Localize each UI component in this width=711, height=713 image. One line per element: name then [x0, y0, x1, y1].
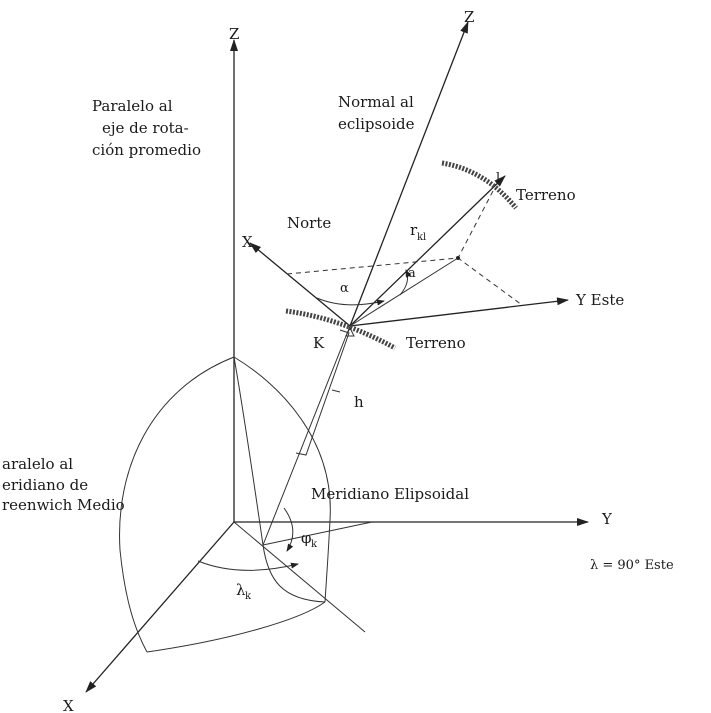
local-z-axis — [349, 21, 469, 327]
north-label: Norte — [287, 214, 331, 232]
ellipsoidal-meridian-curve — [233, 356, 326, 603]
rotation-axis-note-3: ción promedio — [92, 141, 201, 159]
longitude-lambda-label: λ — [236, 581, 246, 599]
global-x-axis — [85, 521, 235, 693]
local-y-east-label: Y Este — [575, 291, 624, 309]
latitude-phi-subscript: k — [311, 539, 318, 550]
azimuth-arc — [316, 297, 385, 306]
rotation-axis-note-1: Paralelo al — [92, 97, 173, 115]
longitude-arc — [197, 560, 299, 571]
height-bracket — [295, 329, 350, 456]
azimuth-alpha-label: α — [340, 281, 349, 296]
latitude-arc — [283, 507, 294, 552]
elevation-a-label: a — [408, 266, 416, 281]
greenwich-note-2: eridiano de — [2, 476, 88, 494]
distance-r-subscript: kl — [417, 232, 426, 243]
terrain-strip-top — [441, 160, 518, 210]
target-l-label: l — [496, 171, 500, 186]
global-z-label: Z — [229, 25, 239, 43]
local-x-label: X — [242, 233, 253, 251]
terrain-bottom-label: Terreno — [406, 334, 466, 352]
ellipsoid-equator-arc — [146, 601, 326, 653]
equatorial-radius-line — [233, 521, 366, 633]
longitude-lambda-subscript: k — [245, 591, 252, 602]
latitude-phi-label: φ — [301, 529, 312, 547]
elevation-arc — [399, 269, 412, 296]
longitude-note: λ = 90° Este — [590, 558, 674, 573]
height-tick — [331, 389, 341, 393]
ellipsoidal-meridian-label: Meridiano Elipsoidal — [311, 485, 469, 503]
ellipsoid-normal-note-2: eclipsoide — [338, 115, 415, 133]
ellipsoid-normal-note-1: Normal al — [338, 93, 414, 111]
rotation-axis-note-2: eje de rota- — [102, 119, 189, 137]
global-x-label: X — [63, 697, 74, 713]
greenwich-note-3: reenwich Medio — [2, 496, 125, 514]
ellipsoid-meridian-90-arc — [233, 356, 331, 603]
ellipsoid-normal-lower — [262, 325, 351, 546]
local-y-east-axis — [349, 297, 569, 327]
terrain-top-label: Terreno — [516, 186, 576, 204]
station-k-label: K — [313, 334, 325, 352]
line-of-sight-rkl — [349, 175, 506, 327]
target-point-marker — [456, 256, 460, 260]
vertical-drop-dashed — [457, 190, 494, 259]
distance-r-label: r — [410, 221, 418, 239]
terrain-strip-bottom — [285, 308, 397, 351]
greenwich-note-1: aralelo al — [2, 455, 73, 473]
horizontal-plane-dashed — [286, 257, 523, 306]
horizontal-projection — [349, 257, 459, 327]
meridian-plane-line — [262, 521, 373, 546]
ellipsoid-octant-outline — [119, 356, 235, 653]
height-h-label: h — [354, 393, 364, 411]
local-x-north-axis — [249, 242, 351, 327]
global-y-label: Y — [601, 510, 613, 528]
station-k-marker — [345, 326, 355, 337]
local-z-label: Z — [464, 8, 474, 26]
